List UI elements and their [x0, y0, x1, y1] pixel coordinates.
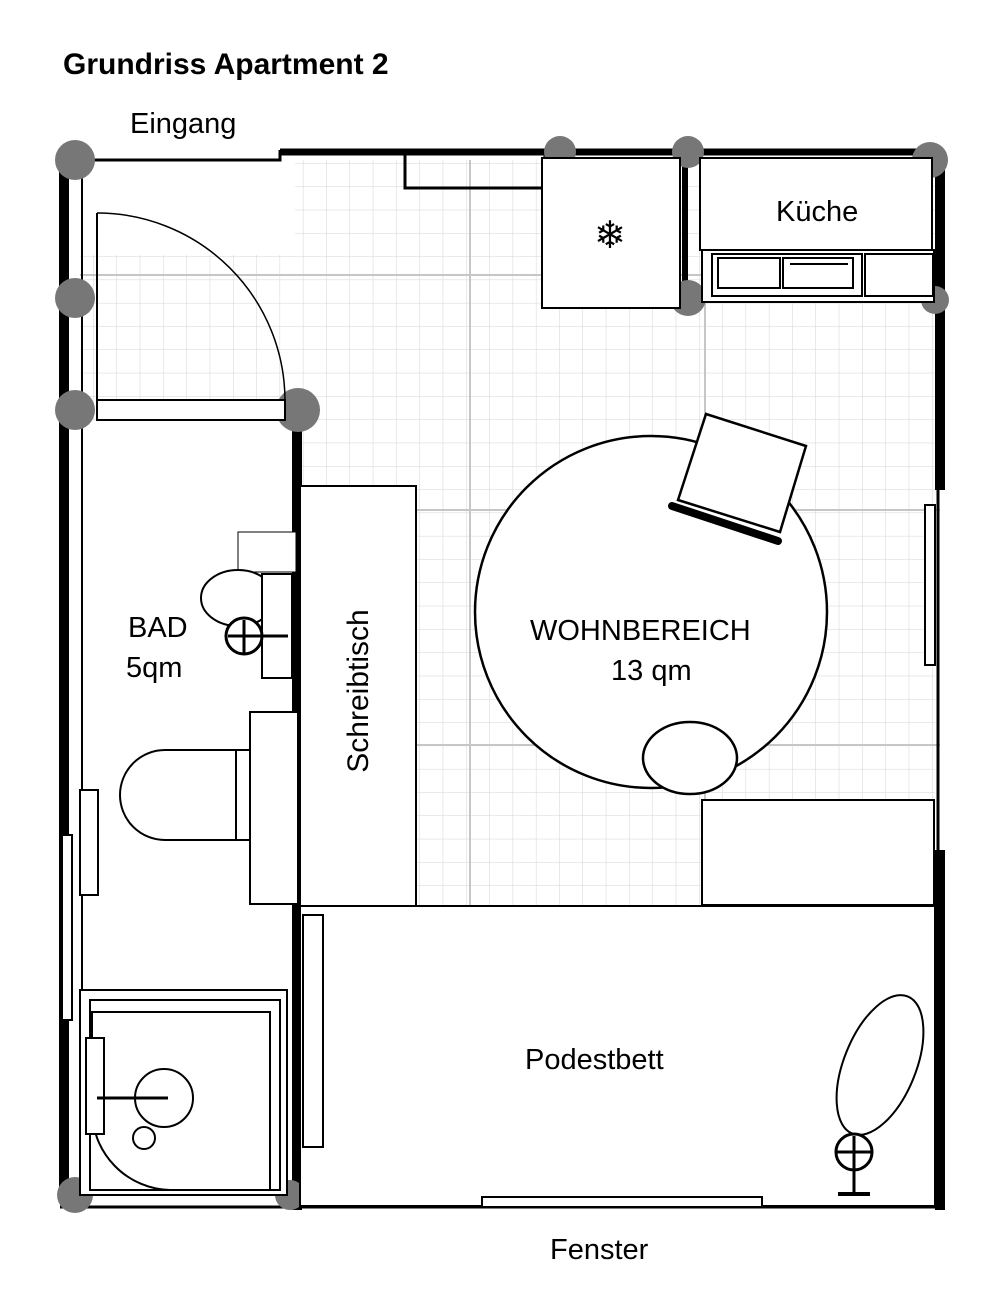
sideboard — [701, 504, 936, 906]
bath-name-label: BAD — [128, 612, 188, 644]
entrance-label: Eingang — [130, 108, 237, 140]
snowflake-icon: ❄ — [594, 213, 626, 257]
washbasin-icon — [200, 531, 297, 679]
shower-icon — [79, 989, 288, 1196]
chair — [668, 412, 808, 545]
window-label: Fenster — [550, 1234, 649, 1266]
kitchen-label: Küche — [776, 196, 859, 228]
sink-icon — [717, 257, 854, 289]
toilet-icon — [119, 711, 299, 905]
kitchen-counter — [699, 157, 935, 303]
desk — [299, 485, 417, 907]
bathroom-door[interactable] — [61, 789, 99, 1021]
living-name-label: WOHNBEREICH — [530, 615, 751, 647]
plan-title: Grundriss Apartment 2 — [63, 48, 389, 81]
bath-area-label: 5qm — [126, 652, 183, 684]
bed-label: Podestbett — [525, 1044, 664, 1076]
entrance-door[interactable] — [96, 212, 286, 421]
desk-label: Schreibtisch — [342, 609, 375, 773]
living-area-label: 13 qm — [611, 655, 692, 687]
stool — [641, 720, 739, 796]
fridge: ❄ — [541, 157, 681, 309]
tap-icon — [834, 994, 925, 1196]
platform-bed — [299, 905, 936, 1208]
